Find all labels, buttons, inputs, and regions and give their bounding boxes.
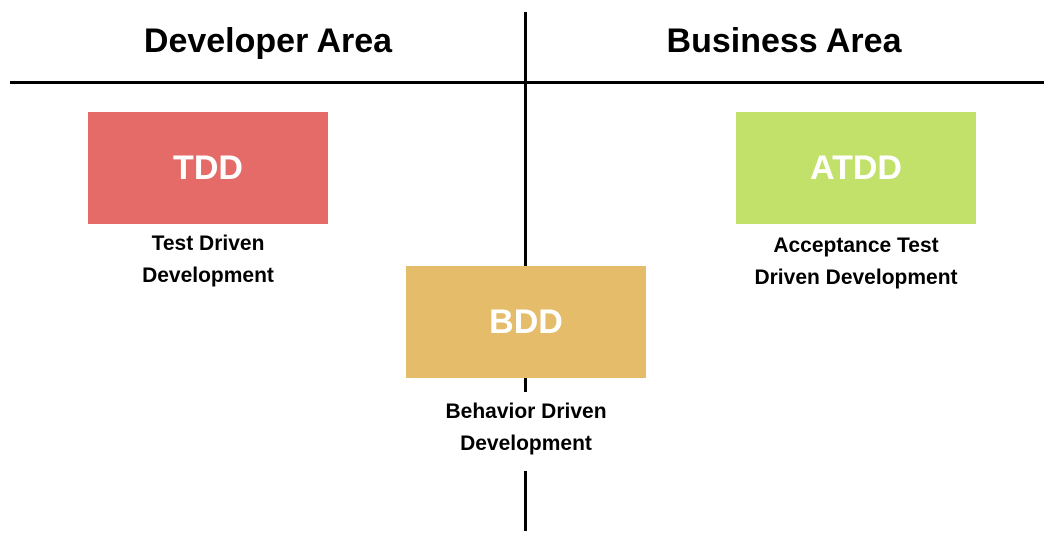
developer-area-heading: Developer Area	[143, 22, 393, 60]
tdd-caption: Test Driven Development	[58, 228, 358, 292]
bdd-caption-line-1: Behavior Driven	[445, 400, 607, 423]
vertical-divider-bottom	[524, 471, 527, 531]
tdd-caption-line-2: Development	[142, 264, 274, 287]
atdd-caption: Acceptance Test Driven Development	[706, 230, 1006, 294]
horizontal-divider	[10, 81, 1044, 84]
atdd-caption-line-1: Acceptance Test	[773, 234, 939, 257]
tdd-label: TDD	[173, 148, 243, 187]
tdd-box: TDD	[88, 112, 328, 224]
bdd-caption: Behavior Driven Development	[376, 396, 676, 460]
atdd-caption-line-2: Driven Development	[754, 266, 958, 289]
vertical-divider-top	[524, 12, 527, 267]
tdd-caption-line-1: Test Driven	[151, 232, 265, 255]
atdd-box: ATDD	[736, 112, 976, 224]
bdd-box: BDD	[406, 266, 646, 378]
vertical-divider-middle	[524, 378, 527, 392]
bdd-label: BDD	[489, 302, 563, 341]
business-area-heading: Business Area	[666, 22, 902, 60]
bdd-caption-line-2: Development	[460, 432, 592, 455]
atdd-label: ATDD	[810, 148, 902, 187]
